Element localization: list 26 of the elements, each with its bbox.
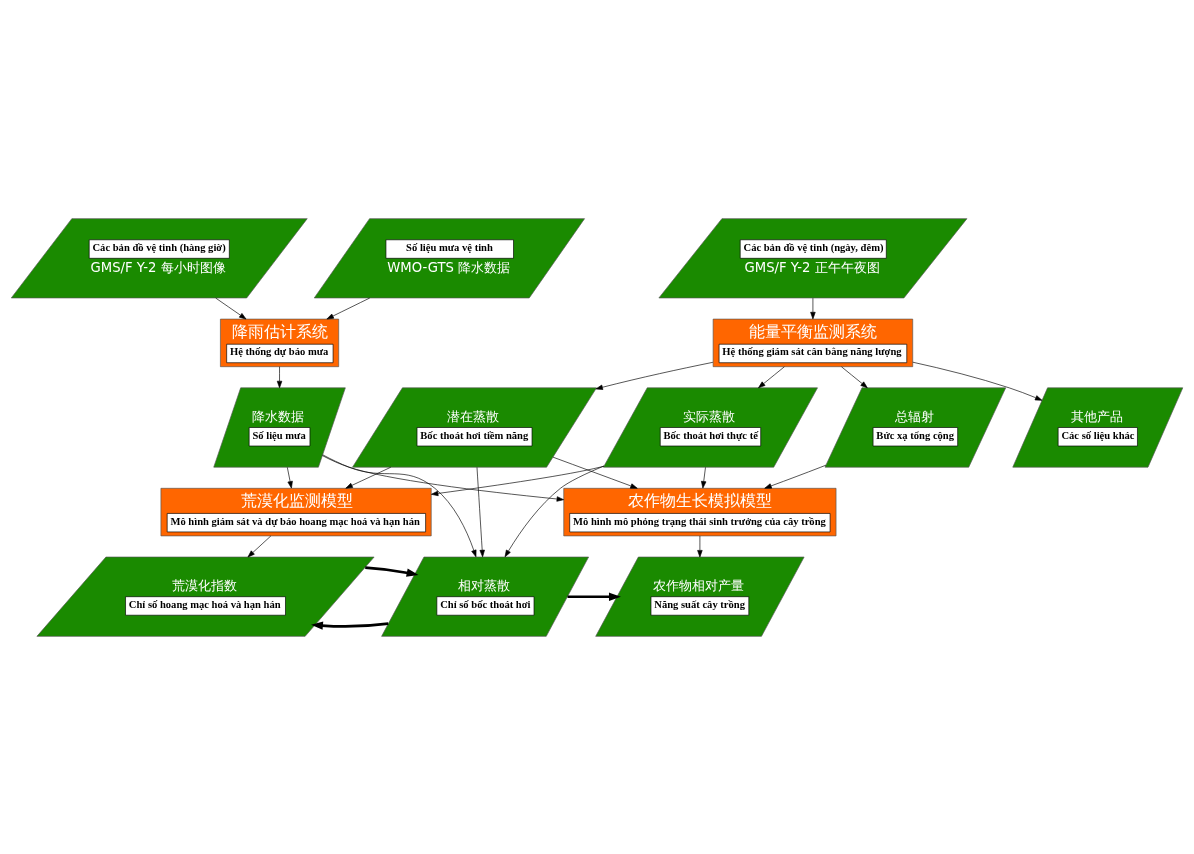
node-box: 能量平衡监测系统 Hệ thống giám sát cân bằng năng lượng — [712, 318, 914, 367]
arrow — [841, 365, 868, 388]
arrow — [287, 466, 293, 488]
arrow — [311, 621, 389, 630]
arrow — [504, 465, 605, 557]
arrow — [276, 365, 283, 388]
node-box: 降雨估计系统 Hệ thống dự báo mưa — [220, 318, 340, 367]
arrow — [697, 535, 703, 557]
arrow — [326, 297, 371, 319]
arrow — [365, 565, 419, 577]
node-box: 农作物生长模拟模型 Mô hình mô phỏng trạng thái sinh trưởng của cây trồng — [563, 487, 837, 536]
arrow — [552, 456, 638, 489]
arrow — [810, 297, 816, 319]
arrow — [912, 361, 1043, 401]
arrow — [322, 454, 564, 502]
arrow — [595, 361, 714, 390]
arrow — [247, 535, 272, 557]
arrow — [345, 466, 392, 489]
arrow — [322, 453, 477, 557]
arrow — [215, 297, 247, 319]
arrow — [701, 466, 707, 488]
arrow — [567, 592, 621, 601]
node-box: 荒漠化监测模型 Mô hình giám sát và dự báo hoang mạc hoá và hạn hán — [160, 487, 432, 536]
arrow — [758, 365, 785, 388]
arrow — [476, 466, 485, 557]
arrow — [764, 464, 827, 489]
